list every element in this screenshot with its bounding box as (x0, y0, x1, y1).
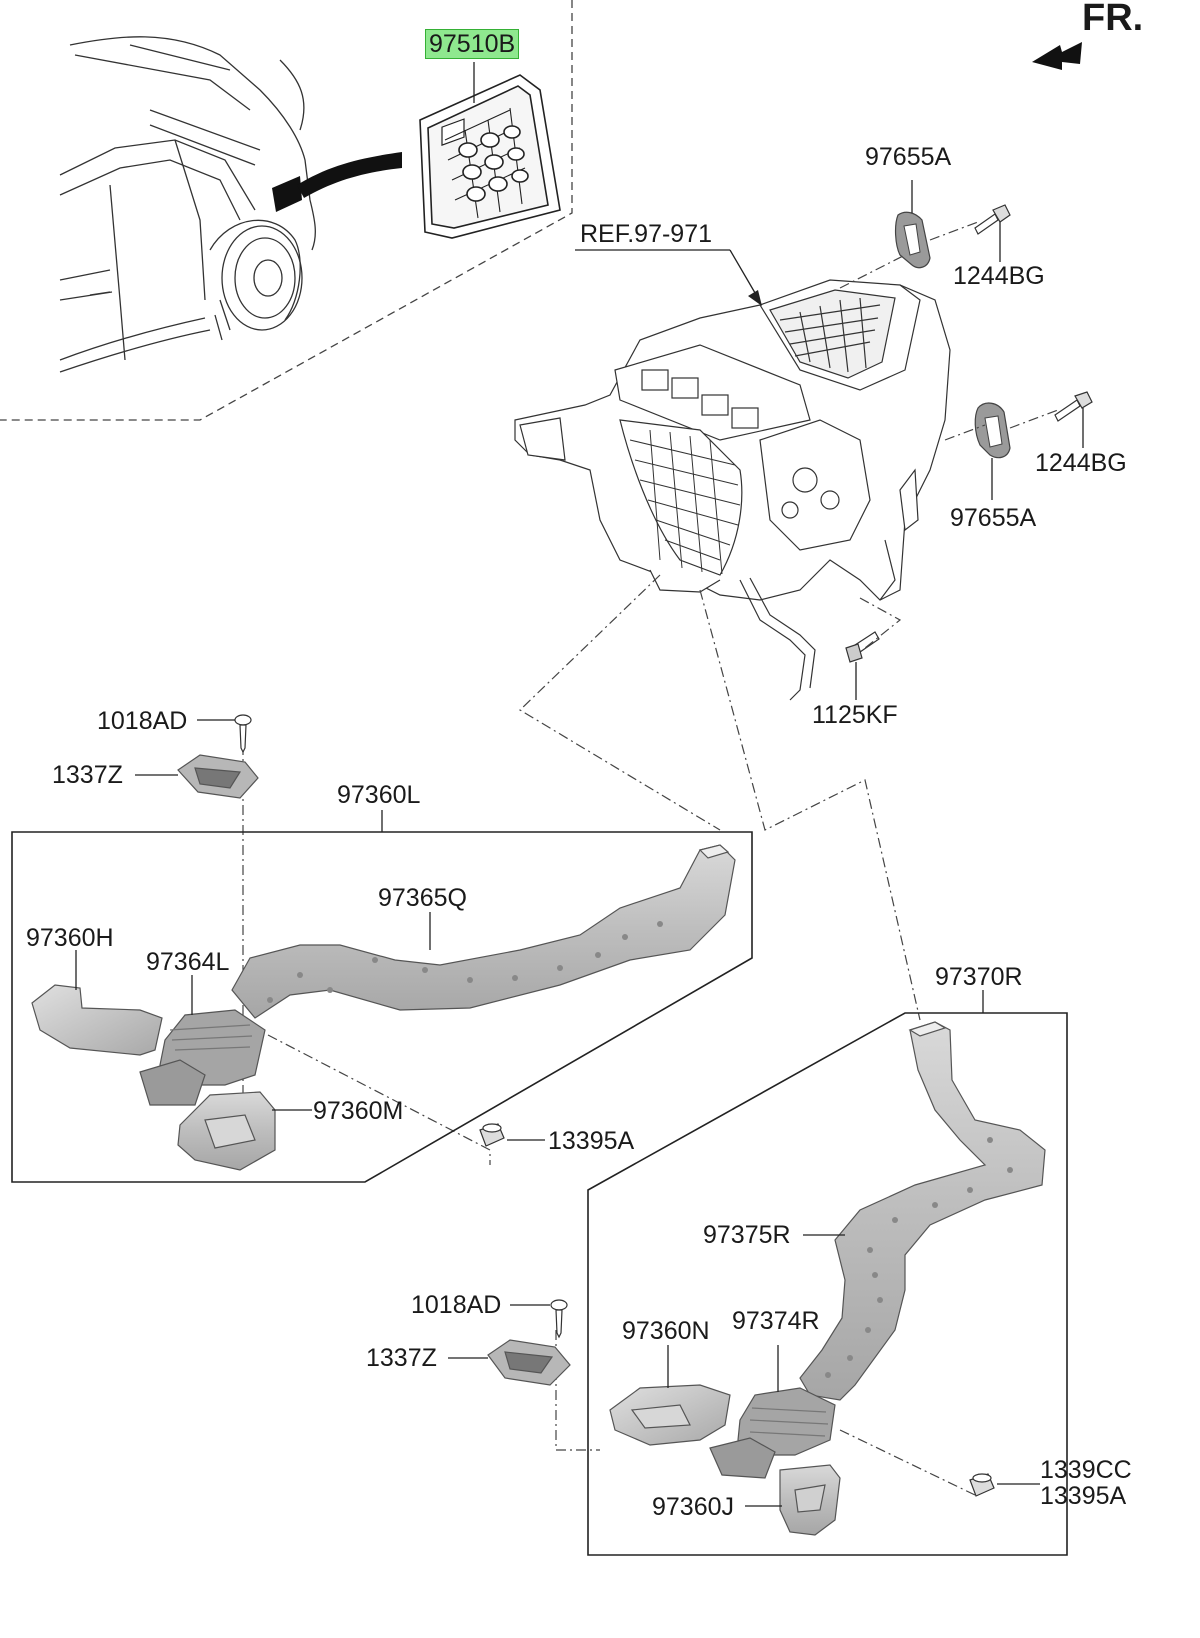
rear-duct-97375R (799, 1021, 1046, 1401)
front-direction-arrow-icon (1032, 42, 1082, 70)
part-1339CC-label[interactable]: 1339CC (1040, 1456, 1132, 1484)
adapter-97374R (709, 1387, 836, 1479)
duct-97360J (779, 1464, 841, 1536)
part-1125KF-label[interactable]: 1125KF (812, 701, 898, 729)
part-97364L-label[interactable]: 97364L (146, 948, 230, 976)
screw-1018AD-right (550, 1299, 568, 1339)
bolt-1244BG-middle (1054, 391, 1093, 422)
part-97374R-label[interactable]: 97374R (732, 1307, 820, 1335)
group-frame-97360L (11, 831, 753, 1183)
ref-arrow-head-icon (748, 290, 762, 306)
vehicle-illustration (59, 36, 316, 373)
hvac-module-assembly (514, 279, 951, 701)
leader-ref-arrow-line (729, 249, 759, 299)
part-97365Q-label[interactable]: 97365Q (378, 884, 467, 912)
cabin-air-filter-97510B (419, 74, 561, 239)
screw-1018AD-left (234, 714, 252, 754)
part-97360M-label[interactable]: 97360M (313, 1097, 404, 1125)
part-97360H-label[interactable]: 97360H (26, 924, 114, 952)
location-pointer-arrow (297, 152, 402, 198)
bracket-1337Z-right (487, 1339, 571, 1386)
part-1244BG-top-label[interactable]: 1244BG (953, 262, 1045, 290)
part-97360L-label[interactable]: 97360L (337, 781, 421, 809)
part-97360N-label[interactable]: 97360N (622, 1317, 710, 1345)
rear-duct-97365Q (231, 844, 736, 1019)
group-frame-97370R (587, 1012, 1068, 1556)
part-97655A-top-label[interactable]: 97655A (865, 143, 952, 171)
duct-97360M (177, 1091, 276, 1171)
nut-1339CC-13395A-right (969, 1473, 995, 1497)
nut-13395A-left (479, 1123, 505, 1147)
duct-97360N (609, 1384, 731, 1446)
part-1337Z-right-label[interactable]: 1337Z (366, 1344, 437, 1372)
part-1244BG-mid-label[interactable]: 1244BG (1035, 449, 1127, 477)
vehicle-boundary-dashed-line (0, 0, 573, 421)
part-97510B-label[interactable]: 97510B (425, 29, 520, 59)
seal-97655A-middle (974, 402, 1011, 459)
front-direction-label: FR. (1082, 0, 1144, 39)
part-1018AD-left-label[interactable]: 1018AD (97, 707, 188, 735)
part-1018AD-right-label[interactable]: 1018AD (411, 1291, 502, 1319)
part-97655A-mid-label[interactable]: 97655A (950, 504, 1037, 532)
bolt-1244BG-top (974, 204, 1011, 235)
part-13395A-left-label[interactable]: 13395A (548, 1127, 635, 1155)
bolt-1125KF (845, 631, 880, 663)
part-97375R-label[interactable]: 97375R (703, 1221, 791, 1249)
duct-97360H (31, 984, 163, 1056)
seal-97655A-top (894, 211, 931, 269)
adapter-97364L (139, 1009, 266, 1106)
vehicle-cabin-filter-location-marker (272, 176, 302, 212)
part-1337Z-left-label[interactable]: 1337Z (52, 761, 123, 789)
part-97360J-label[interactable]: 97360J (652, 1493, 735, 1521)
part-13395A-right-label[interactable]: 13395A (1040, 1482, 1127, 1510)
reference-label[interactable]: REF.97-971 (580, 220, 713, 248)
bracket-1337Z-left (177, 754, 259, 799)
part-97370R-label[interactable]: 97370R (935, 963, 1023, 991)
